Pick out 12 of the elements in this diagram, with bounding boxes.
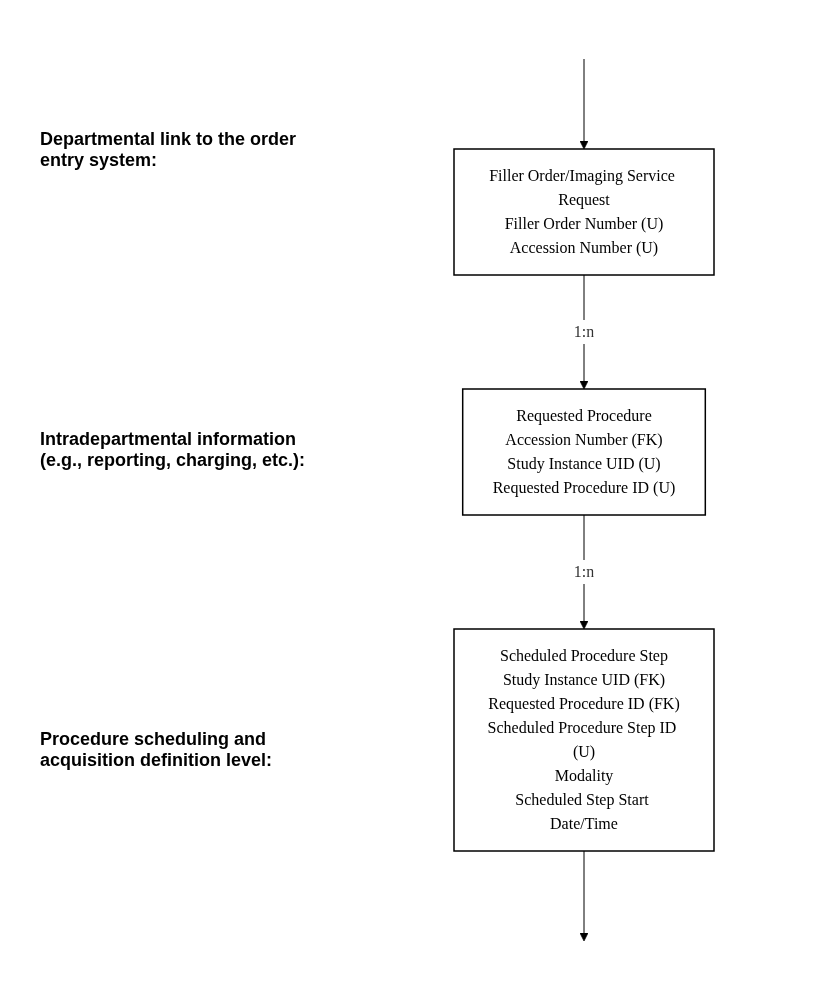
node-box: Requested Procedure Accession Number (FK) Study Instance UID (U) Requested Procedure ID (U) — [461, 388, 706, 516]
level-description: Procedure scheduling and acquisition definition level: — [40, 729, 274, 771]
arrow — [579, 514, 588, 630]
level-description: Intradepartmental information (e.g., reporting, charging, etc.): — [40, 429, 307, 471]
level-description: Departmental link to the order entry system: — [40, 129, 298, 171]
arrow — [579, 274, 588, 390]
node-box: Filler Order/Imaging Service Request Filler Order Number (U) Accession Number (U) — [452, 148, 715, 276]
node-box: Scheduled Procedure Step Study Instance UID (FK) Requested Procedure ID (FK) Scheduled Procedure Step ID (U) Modality Scheduled Step Start Date/Time — [452, 628, 715, 852]
arrow — [579, 58, 588, 150]
edge-label: 1:n — [573, 323, 594, 340]
arrow — [579, 850, 588, 942]
edge-label: 1:n — [573, 563, 594, 580]
